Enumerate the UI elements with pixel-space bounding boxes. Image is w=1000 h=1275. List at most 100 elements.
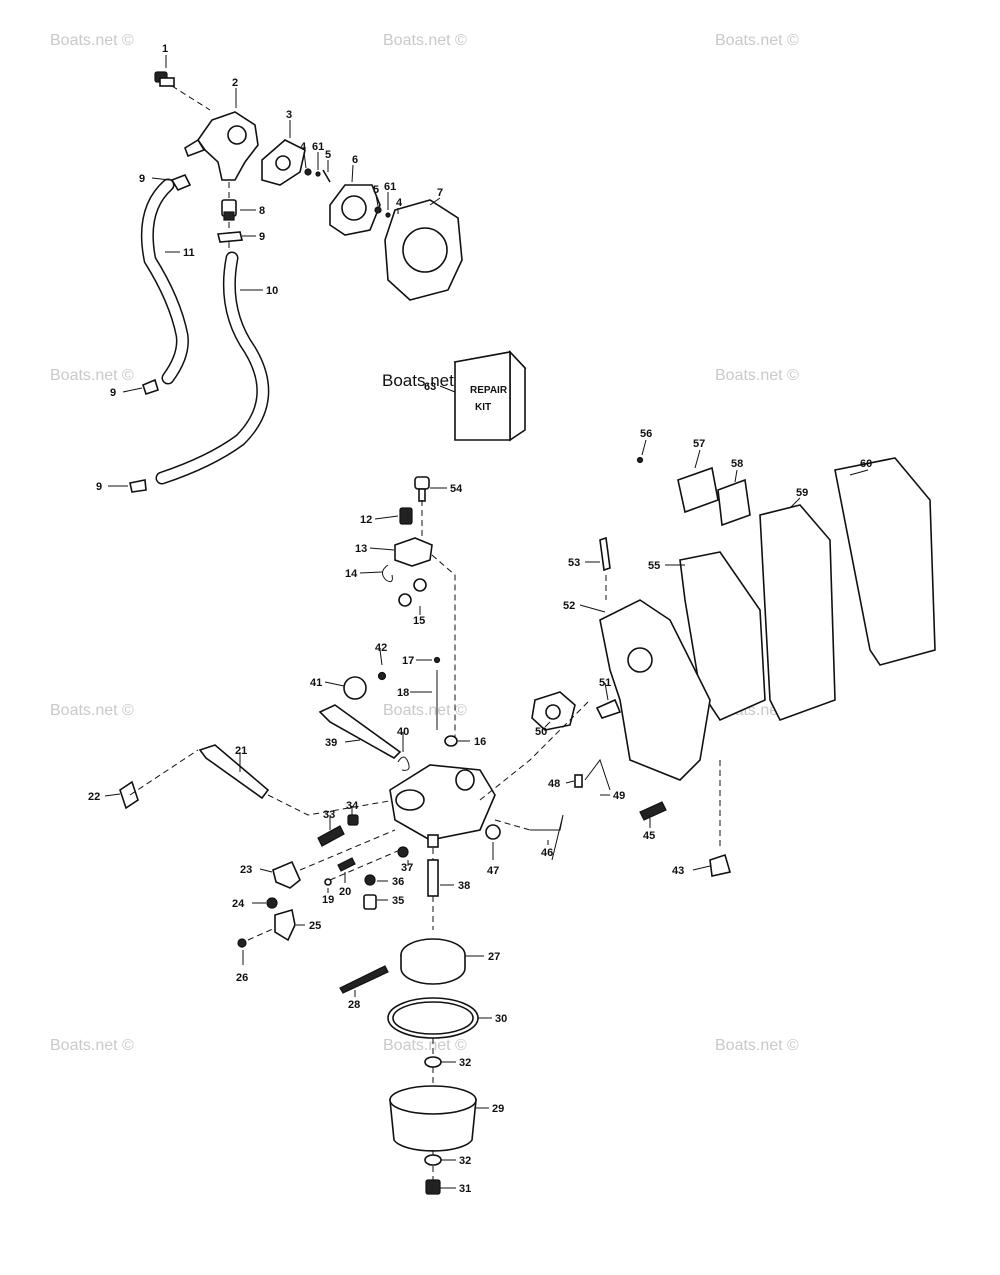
callout: 13 <box>355 543 367 555</box>
callout: 19 <box>322 894 334 906</box>
screw-part-45 <box>639 801 667 821</box>
callout: 9 <box>259 231 265 243</box>
fitting-part-8 <box>221 199 237 221</box>
watermark: Boats.net © <box>383 702 467 719</box>
pump-cover-part-3 <box>261 139 306 186</box>
reed-stop-part-57 <box>677 466 719 514</box>
throttle-shaft-part-21 <box>198 744 270 800</box>
callout: 54 <box>450 483 463 495</box>
gasket-part-60 <box>834 457 936 666</box>
watermark: Boats.net © <box>715 32 799 49</box>
callout: 38 <box>458 880 470 892</box>
nut-part-15 <box>398 593 412 607</box>
callout: 50 <box>535 726 547 738</box>
callout: 7 <box>437 187 443 199</box>
watermark: Boats.net © <box>715 1037 799 1054</box>
fuel-pump-group <box>129 71 463 493</box>
callout: 60 <box>860 458 872 470</box>
callout: 57 <box>693 438 705 450</box>
repair-kit-part-63: REPAIR KIT <box>453 349 527 442</box>
spring-part-20 <box>337 857 356 872</box>
callout: 36 <box>392 876 404 888</box>
callout: 42 <box>375 642 387 654</box>
callout: 4 <box>396 197 403 209</box>
clip-part-14 <box>382 564 393 583</box>
callout: 8 <box>259 205 265 217</box>
callout: 55 <box>648 560 660 572</box>
callout: 37 <box>401 862 413 874</box>
nut-part-47 <box>485 824 501 840</box>
spring-part-5 <box>322 169 331 183</box>
callout: 59 <box>796 487 808 499</box>
callout: 1 <box>162 43 168 55</box>
callout: 40 <box>397 726 409 738</box>
callout: 58 <box>731 458 743 470</box>
clamp-part-9 <box>216 231 244 243</box>
jet-part-35 <box>363 894 377 910</box>
needle-part-33 <box>317 825 345 847</box>
clamp-part-9 <box>170 173 192 192</box>
screw-part-4 <box>304 168 312 176</box>
callout: 26 <box>236 972 248 984</box>
screw-part-42 <box>377 671 387 681</box>
callout: 16 <box>474 736 486 748</box>
screw-part-56 <box>636 456 644 464</box>
callout: 9 <box>110 387 116 399</box>
shaft-part-39 <box>318 704 402 759</box>
callout: 63 <box>424 381 436 393</box>
watermark: Boats.net © <box>382 371 472 390</box>
spring-part-5b <box>374 206 382 214</box>
upper-carb-parts <box>382 476 456 740</box>
ball-part-19 <box>324 878 332 886</box>
callout: 5 <box>373 184 379 196</box>
reed-block-part-59 <box>759 504 836 721</box>
repair-kit-label-line1: REPAIR <box>470 385 508 396</box>
clamp-part-9 <box>142 378 159 396</box>
plug-part-43 <box>709 853 732 877</box>
callout: 47 <box>487 865 499 877</box>
lever-part-46 <box>530 814 564 861</box>
diaphragm-part-6 <box>329 184 381 236</box>
callout: 6 <box>352 154 358 166</box>
watermark: Boats.net © <box>50 32 134 49</box>
lever-part-22 <box>119 780 139 810</box>
callout: 35 <box>392 895 404 907</box>
washer-part-32 <box>424 1056 442 1068</box>
callout: 31 <box>459 1183 471 1195</box>
watermark: Boats.net © <box>50 367 134 384</box>
nut-part-15 <box>413 578 427 592</box>
callout: 9 <box>139 173 145 185</box>
callout: 43 <box>672 865 684 877</box>
watermark: Boats.net © <box>50 1037 134 1054</box>
callout: 17 <box>402 655 414 667</box>
washer-part-32b <box>424 1154 442 1166</box>
callout: 15 <box>413 615 425 627</box>
callout: 2 <box>232 77 238 89</box>
callout: 51 <box>599 677 611 689</box>
callout: 48 <box>548 778 560 790</box>
watermark: Boats.net © <box>715 367 799 384</box>
clamp-part-9 <box>129 479 147 493</box>
float-bowl-lever-part-23 <box>272 860 301 889</box>
callout: 28 <box>348 999 360 1011</box>
pin-part-48 <box>574 774 583 788</box>
ball-part-61 <box>315 171 321 177</box>
gasket-part-55 <box>679 551 766 722</box>
callout: 49 <box>613 790 625 802</box>
reed-part-58 <box>717 478 751 527</box>
ball-part-17 <box>433 656 441 664</box>
fitting-part-37 <box>397 846 409 858</box>
callout: 41 <box>310 677 322 689</box>
leader-lines <box>104 55 869 1189</box>
callout: 14 <box>345 568 358 580</box>
callout: 11 <box>183 247 195 259</box>
spring-part-34 <box>347 814 359 826</box>
pin-part-53 <box>599 536 611 572</box>
callout: 18 <box>397 687 409 699</box>
callout: 61 <box>384 181 396 193</box>
callout: 27 <box>488 951 500 963</box>
fitting-part-51 <box>595 698 622 719</box>
callout: 21 <box>235 745 247 757</box>
screw-part-26 <box>237 938 247 948</box>
